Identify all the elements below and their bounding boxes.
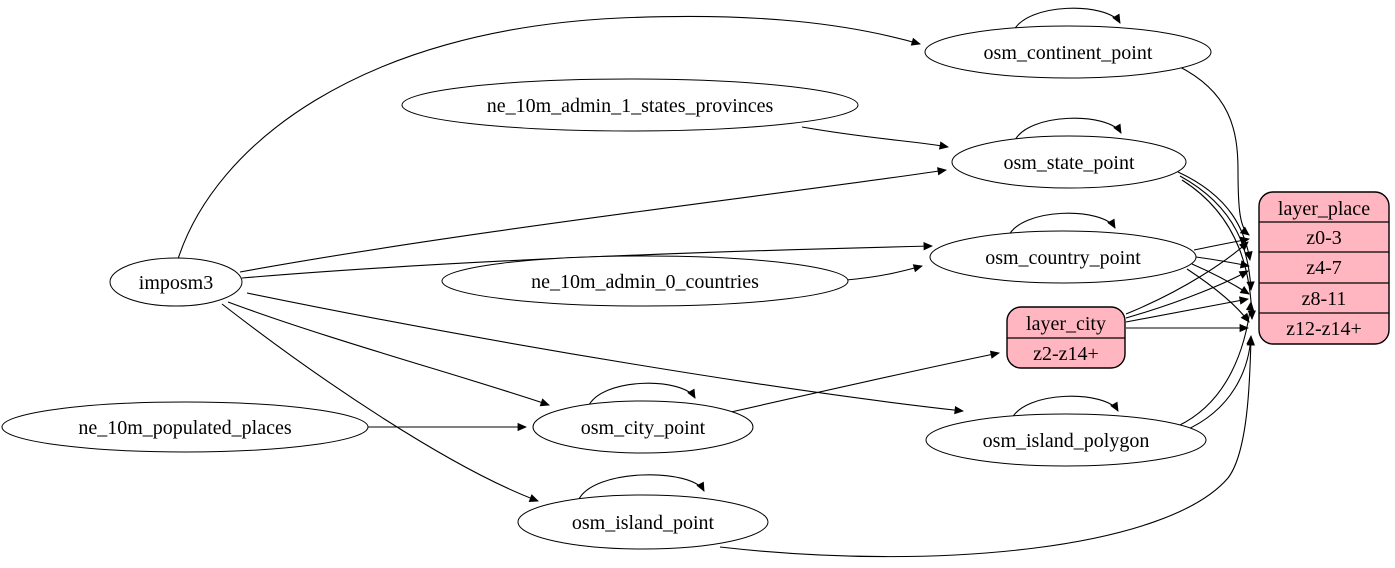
edge-osm_island_point-layer_place-z12-z14 bbox=[719, 336, 1255, 558]
selfloop-osm_island_point bbox=[577, 474, 705, 502]
edge-imposm3-osm_island_polygon bbox=[246, 292, 964, 415]
edge-osm_state_point-layer_place-z12-z14 bbox=[1181, 179, 1256, 320]
node-shape bbox=[1, 401, 369, 453]
node-label: osm_country_point bbox=[985, 247, 1141, 269]
record-row-z12-z14: z12-z14+ bbox=[1286, 318, 1362, 340]
record-row-z8-11: z8-11 bbox=[1302, 288, 1347, 310]
node-osm_city_point: osm_city_point bbox=[532, 400, 754, 454]
node-label: osm_island_point bbox=[572, 512, 715, 534]
node-label: osm_city_point bbox=[581, 417, 706, 439]
node-ne_10m_admin_1_states_provinces: ne_10m_admin_1_states_provinces bbox=[401, 78, 859, 132]
node-shape bbox=[951, 135, 1187, 189]
edge-osm_continent_point-layer_place-z0-3 bbox=[1177, 65, 1250, 236]
edge-imposm3-osm_continent_point bbox=[177, 15, 921, 260]
node-ne_10m_admin_0_countries: ne_10m_admin_0_countries bbox=[441, 255, 849, 307]
edge-imposm3-osm_city_point bbox=[227, 301, 550, 407]
edge-ne_10m_admin_0_countries-osm_country_point bbox=[845, 264, 923, 281]
node-shape bbox=[109, 257, 243, 307]
record-layer_city: layer_city z2-z14+ bbox=[1006, 306, 1126, 369]
record-title: layer_place bbox=[1278, 198, 1370, 220]
edge-osm_state_point-layer_place-z8-11 bbox=[1179, 175, 1255, 291]
node-shape bbox=[517, 494, 769, 550]
node-label: osm_state_point bbox=[1003, 152, 1135, 174]
selfloop-osm_island_polygon bbox=[1010, 395, 1119, 421]
node-label: osm_continent_point bbox=[984, 42, 1153, 64]
selfloop-osm_country_point bbox=[1007, 212, 1116, 238]
node-shape bbox=[925, 413, 1207, 467]
edges bbox=[177, 7, 1256, 558]
edge-osm_country_point-layer_place-z12-z14 bbox=[1186, 268, 1250, 323]
node-label: imposm3 bbox=[139, 272, 213, 294]
record-row-z0-3: z0-3 bbox=[1306, 227, 1342, 249]
node-label: ne_10m_admin_0_countries bbox=[531, 271, 759, 293]
node-ne_10m_populated_places: ne_10m_populated_places bbox=[1, 401, 369, 453]
node-osm_island_point: osm_island_point bbox=[517, 494, 769, 550]
record-title: layer_city bbox=[1026, 313, 1106, 335]
record-row-z4-7: z4-7 bbox=[1306, 257, 1342, 279]
node-osm_state_point: osm_state_point bbox=[951, 135, 1187, 189]
selfloop-osm_continent_point bbox=[1012, 7, 1121, 33]
edge-imposm3-osm_island_point bbox=[221, 303, 539, 502]
selfloop-osm_state_point bbox=[1013, 117, 1122, 143]
node-osm_island_polygon: osm_island_polygon bbox=[925, 413, 1207, 467]
edge-ne_10m_admin_1_states_provinces-osm_state_point bbox=[801, 126, 949, 150]
edge-osm_island_polygon-layer_place-z12-z14 bbox=[1183, 335, 1255, 432]
node-label: osm_island_polygon bbox=[983, 430, 1150, 452]
edge-imposm3-osm_state_point bbox=[239, 167, 947, 273]
selfloop-osm_city_point bbox=[587, 382, 696, 408]
node-shape bbox=[532, 400, 754, 454]
node-imposm3: imposm3 bbox=[109, 257, 243, 307]
edge-layer_city-layer_place-z8-11 bbox=[1125, 296, 1249, 323]
edge-layer_city-layer_place-z0-3 bbox=[1125, 241, 1249, 315]
node-shape bbox=[401, 78, 859, 132]
record-shape bbox=[1258, 191, 1390, 345]
edge-osm_island_polygon-layer_place-z8-11 bbox=[1177, 301, 1255, 427]
node-label: ne_10m_populated_places bbox=[78, 417, 291, 439]
edge-layer_city-layer_place-z4-7 bbox=[1125, 270, 1249, 319]
record-row-z2-z14: z2-z14+ bbox=[1033, 343, 1099, 365]
node-shape bbox=[441, 255, 849, 307]
node-label: ne_10m_admin_1_states_provinces bbox=[487, 95, 774, 117]
node-osm_continent_point: osm_continent_point bbox=[924, 25, 1212, 79]
record-layer_place: layer_place z0-3 z4-7 z8-11 z12-z14+ bbox=[1258, 191, 1390, 345]
edge-osm_city_point-layer_city-z2-z14 bbox=[730, 350, 1000, 413]
node-osm_country_point: osm_country_point bbox=[929, 230, 1197, 284]
edge-osm_country_point-layer_place-z8-11 bbox=[1191, 263, 1250, 295]
node-shape bbox=[929, 230, 1197, 284]
node-shape bbox=[924, 25, 1212, 79]
